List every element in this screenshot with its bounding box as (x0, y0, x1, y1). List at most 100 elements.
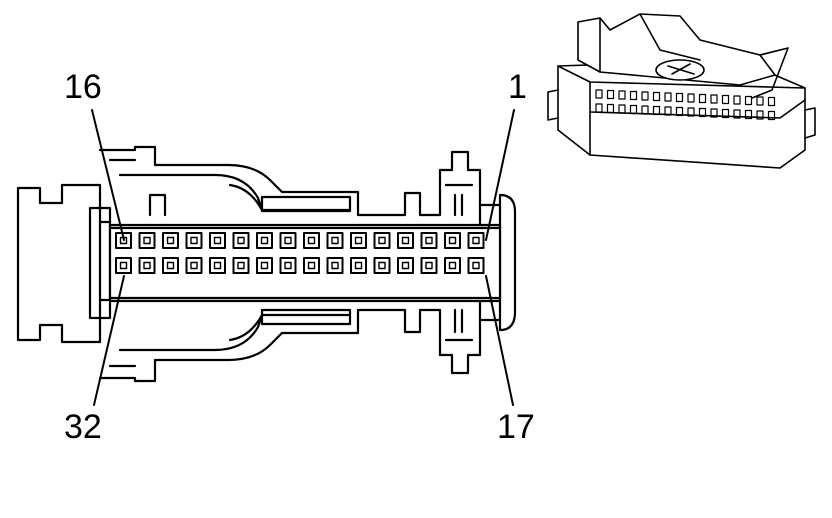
cavity-terminal (143, 236, 151, 245)
cavity-terminal (354, 261, 363, 270)
iso-cavity (629, 104, 638, 115)
leader-1 (485, 109, 515, 241)
cavity (162, 232, 179, 249)
cavity (397, 232, 414, 249)
iso-cavity (595, 103, 603, 113)
bottom-lock-tab (438, 298, 482, 375)
leader-16 (91, 109, 125, 241)
cavity (373, 232, 391, 249)
iso-cavity (744, 109, 753, 120)
iso-cavity (641, 91, 649, 101)
cavity (209, 257, 226, 274)
right-end-plate (478, 193, 517, 332)
cavity (279, 232, 297, 249)
cavity-terminal (448, 236, 457, 245)
cavity-terminal (143, 261, 151, 270)
cavity (138, 257, 156, 274)
iso-cavity (698, 107, 707, 118)
cavity-terminal (378, 261, 386, 270)
cavity-terminal (472, 236, 480, 245)
iso-cavity (710, 108, 718, 118)
iso-cavity (618, 104, 626, 114)
pin-label-1: 1 (508, 68, 527, 106)
cavity (397, 257, 414, 274)
iso-cavity (618, 90, 626, 100)
left-flange (16, 183, 102, 344)
cavity (420, 232, 438, 249)
cavity-terminal (237, 261, 245, 270)
iso-cavity (641, 105, 649, 115)
cavity-terminal (472, 261, 480, 270)
lower-latch-slot (260, 308, 352, 326)
shell-inner-top (108, 158, 352, 217)
body-bottom-outline (98, 308, 442, 383)
cavity-terminal (166, 261, 175, 270)
cavity-terminal (448, 261, 457, 270)
top-lock-tab (438, 150, 482, 227)
shell-inner-bottom (108, 313, 352, 368)
cavity (467, 232, 485, 249)
cavity-terminal (425, 261, 433, 270)
iso-cavity (698, 93, 707, 104)
cavity (185, 232, 203, 249)
cavity-terminal (260, 236, 269, 245)
cavity (326, 257, 344, 274)
cavity (444, 257, 461, 274)
cavity (420, 257, 438, 274)
cavity-terminal (190, 261, 198, 270)
cavity (185, 257, 203, 274)
cavity-terminal (119, 261, 128, 270)
cavity-terminal (307, 236, 316, 245)
iso-cavity (687, 107, 695, 117)
cavity (444, 232, 461, 249)
cavity-terminal (307, 261, 316, 270)
cavity-terminal (401, 236, 410, 245)
iso-cavity (710, 94, 718, 104)
cavity-terminal (237, 236, 245, 245)
cavity (326, 232, 344, 249)
iso-cavity (756, 96, 764, 106)
cavity (279, 257, 297, 274)
cavity (350, 257, 367, 274)
iso-cavity (675, 92, 684, 103)
cavity (350, 232, 367, 249)
cavity-terminal (284, 261, 292, 270)
pin-label-32: 32 (64, 408, 102, 446)
cavity-terminal (354, 236, 363, 245)
iso-cavity (733, 95, 741, 105)
cavity-terminal (378, 236, 386, 245)
cavity-terminal (190, 236, 198, 245)
cavity (115, 232, 132, 249)
iso-cavity (675, 106, 684, 117)
iso-cavity (664, 106, 672, 116)
iso-cavity (652, 105, 661, 116)
cavity (373, 257, 391, 274)
cavity-grid (115, 232, 485, 274)
leader-17 (485, 275, 514, 406)
cavity (232, 257, 250, 274)
iso-cavity (606, 103, 615, 114)
cavity-terminal (213, 261, 222, 270)
cavity (467, 257, 485, 274)
iso-cavity (756, 110, 764, 120)
cavity (209, 232, 226, 249)
iso-cavity (629, 90, 638, 101)
cavity-terminal (213, 236, 222, 245)
cavity (303, 232, 320, 249)
connector-isometric-view (547, 13, 816, 169)
cavity (232, 232, 250, 249)
iso-cavity (687, 93, 695, 103)
cavity-terminal (260, 261, 269, 270)
cavity (256, 257, 273, 274)
cavity-terminal (331, 236, 339, 245)
cavity-terminal (166, 236, 175, 245)
iso-cavity (744, 95, 753, 106)
leader-32 (93, 275, 125, 406)
cavity-terminal (331, 261, 339, 270)
cavity (256, 232, 273, 249)
iso-cavity (721, 108, 730, 119)
cavity-terminal (401, 261, 410, 270)
pin-label-16: 16 (64, 68, 102, 106)
cavity-terminal (425, 236, 433, 245)
